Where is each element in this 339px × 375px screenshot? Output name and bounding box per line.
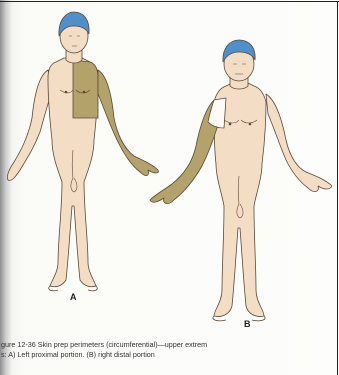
figure-a-right-arm (7, 70, 52, 180)
caption-line-1: gure 12-36 Skin prep perimeters (circumf… (0, 340, 339, 350)
panel-b-label: B (244, 319, 251, 329)
figure-caption: gure 12-36 Skin prep perimeters (circumf… (0, 340, 339, 360)
figure-a-left-arm-prep (98, 70, 158, 176)
figure-a (7, 12, 158, 291)
panel-a-label: A (70, 292, 77, 302)
figure-b (150, 40, 332, 321)
figure-b-left-arm (266, 94, 332, 192)
caption-line-2: s: A) Left proximal portion. (B) right d… (0, 350, 339, 360)
figure-b-upper-arm-clear (208, 98, 226, 128)
figure-a-prep-region (73, 60, 98, 118)
